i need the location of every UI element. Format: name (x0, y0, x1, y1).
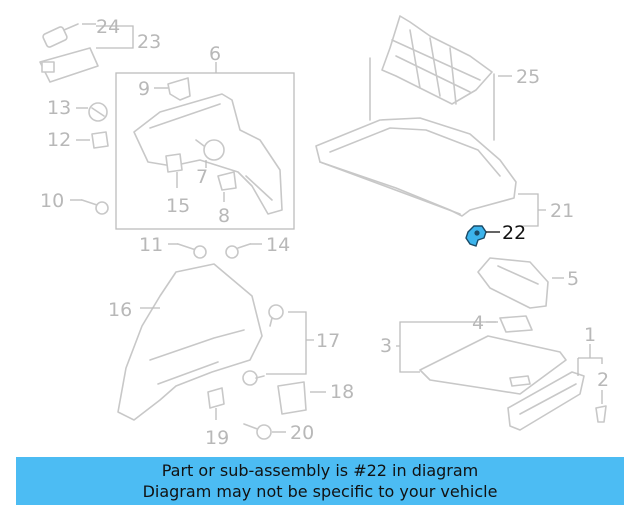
callout-11: 11 (139, 234, 163, 256)
part-14-screw (225, 243, 251, 259)
part-8-clip (217, 171, 237, 191)
part-12-clip (91, 131, 109, 149)
part-19-clip (207, 387, 225, 409)
part-22-highlighted-clip (465, 225, 487, 247)
callout-25: 25 (516, 66, 540, 88)
parts-diagram: 24 23 13 12 10 6 9 7 15 8 (39, 15, 609, 449)
part-1-sill-plate (507, 371, 585, 431)
callout-8: 8 (218, 205, 230, 227)
callout-19: 19 (205, 427, 229, 449)
callout-12: 12 (47, 129, 71, 151)
callout-17: 17 (316, 330, 340, 352)
part-11-screw (177, 243, 207, 259)
callout-6: 6 (209, 43, 221, 65)
part-9-bracket (167, 77, 191, 101)
part-25-cargo-net (369, 15, 495, 141)
part-4-pad (499, 315, 533, 333)
callout-21: 21 (550, 200, 574, 222)
part-3-floor-panel (419, 335, 567, 395)
callout-5: 5 (567, 268, 579, 290)
callout-7: 7 (196, 166, 208, 188)
part-13-clip (88, 102, 108, 122)
callout-3: 3 (380, 335, 392, 357)
leader-1-2 (577, 344, 603, 376)
part-2-clip (595, 405, 607, 423)
callout-2: 2 (597, 369, 609, 391)
callout-18: 18 (330, 381, 354, 403)
part-17-clip-a (268, 304, 284, 327)
callout-23: 23 (137, 31, 161, 53)
part-16-quarter-trim (117, 263, 263, 421)
callout-24: 24 (96, 16, 120, 38)
part-21-cargo-cover (315, 117, 517, 217)
part-24-bulb (42, 23, 79, 48)
callout-20: 20 (290, 422, 314, 444)
callout-13: 13 (47, 97, 71, 119)
callout-9: 9 (138, 78, 150, 100)
leader-3 (396, 321, 496, 373)
info-banner: Part or sub-assembly is #22 in diagram D… (16, 457, 624, 505)
part-5-bracket (477, 257, 549, 309)
callout-1: 1 (584, 324, 596, 346)
callout-22: 22 (502, 222, 526, 244)
leader-21 (518, 193, 546, 227)
part-20-screw (243, 423, 272, 440)
part-17-clip-b (242, 370, 265, 386)
callout-15: 15 (166, 195, 190, 217)
banner-line-1: Part or sub-assembly is #22 in diagram (161, 461, 479, 480)
part-15-clip (165, 153, 183, 173)
banner-line-2: Diagram may not be specific to your vehi… (142, 482, 498, 501)
group-6-box (115, 72, 295, 230)
callout-14: 14 (266, 234, 290, 256)
callout-16: 16 (108, 299, 132, 321)
part-18-clip (277, 381, 307, 415)
part-23-lamp-housing (39, 47, 99, 83)
leader-17 (266, 311, 314, 375)
part-7-clip (195, 139, 225, 161)
part-10-bolt (81, 199, 109, 215)
callout-10: 10 (40, 190, 64, 212)
callout-4: 4 (472, 312, 484, 334)
leader-23 (96, 25, 134, 49)
